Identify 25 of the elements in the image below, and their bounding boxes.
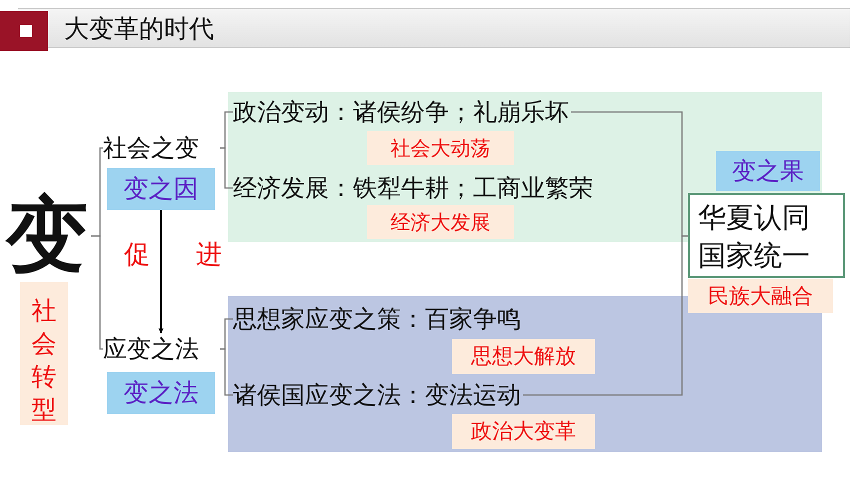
result-box: 经济大发展	[367, 205, 514, 239]
statement-text: 政治变动：诸侯纷争；礼崩乐坏	[233, 96, 569, 128]
bracket-line	[91, 235, 103, 350]
category-box: 变之因	[107, 168, 215, 210]
label-box: 社会转型	[20, 282, 68, 425]
title: 大变革的时代	[64, 14, 214, 44]
result-box: 政治大变革	[452, 414, 595, 449]
edge-label: 促进	[124, 239, 222, 272]
title-character: 变	[5, 188, 89, 284]
arrow	[158, 210, 164, 334]
statement-text: 诸侯国应变之法：变法运动	[233, 379, 521, 411]
result-box: 民族大融合	[688, 279, 833, 313]
panel-box	[228, 92, 822, 242]
statement-text: 经济发展：铁犁牛耕；工商业繁荣	[233, 172, 676, 204]
result-box: 思想大解放	[452, 339, 595, 374]
outcome-box: 华夏认同 国家统一	[688, 193, 845, 278]
branch-label: 应变之法	[103, 333, 218, 365]
branch-label: 社会之变	[103, 132, 218, 164]
bracket-line	[523, 235, 688, 396]
bracket-line	[220, 147, 233, 189]
result-box: 社会大动荡	[367, 131, 514, 165]
statement-text: 思想家应变之策：百家争鸣	[233, 303, 676, 335]
category-box: 变之果	[716, 151, 820, 191]
category-box: 变之法	[107, 372, 215, 414]
bracket-line	[220, 348, 233, 396]
